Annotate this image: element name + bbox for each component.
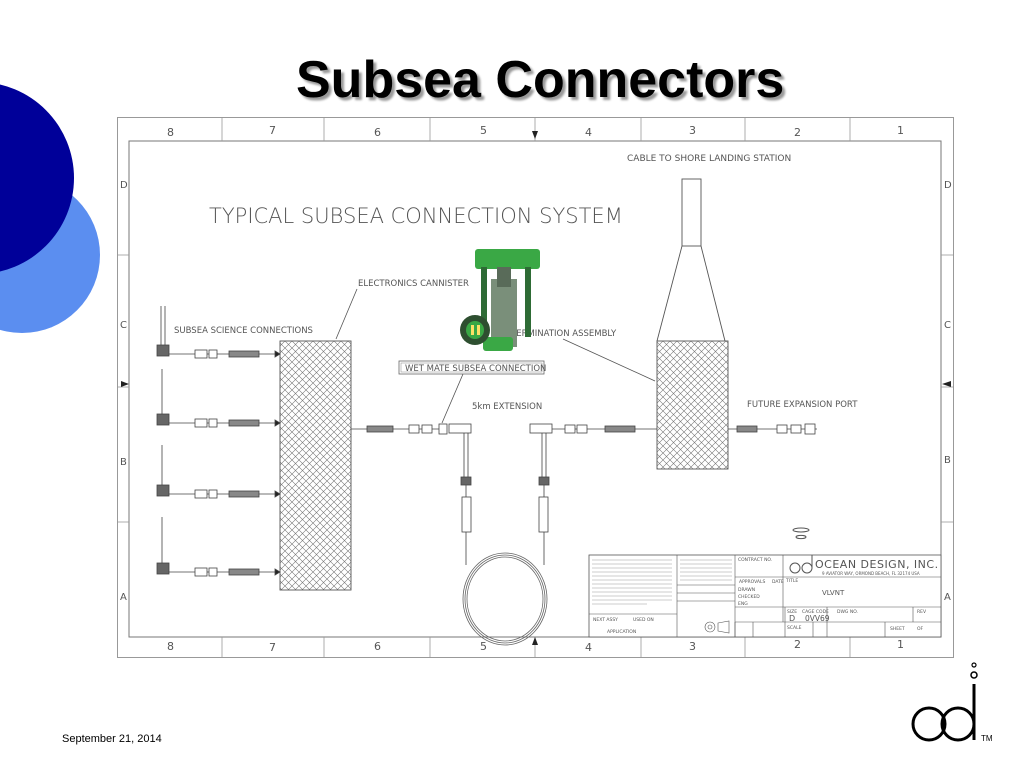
tb-application: APPLICATION: [607, 629, 636, 635]
decorative-circles: [0, 84, 100, 333]
tb-used-on: USED ON: [633, 617, 654, 623]
science-connector-row-1: [156, 306, 281, 359]
tb-eng: ENG: [738, 601, 748, 607]
tb-sheet: SHEET: [890, 626, 905, 632]
wet-mate-label-box-inner: [400, 362, 543, 373]
row-label-b-right: B: [944, 455, 951, 466]
wet-mate-connector-left: [448, 423, 472, 565]
callout-extension: 5km EXTENSION: [472, 402, 542, 412]
termination-assembly: [656, 340, 729, 470]
tb-company: OCEAN DESIGN, INC.: [815, 558, 939, 571]
tb-cage-code: CAGE CODE: [802, 609, 829, 615]
callout-subsea-science: SUBSEA SCIENCE CONNECTIONS: [174, 326, 313, 336]
col-label-2-bottom: 2: [794, 638, 801, 651]
callout-future-port: FUTURE EXPANSION PORT: [747, 400, 858, 410]
leader-termination-assembly: [562, 338, 656, 382]
tb-size-value: D: [789, 614, 795, 623]
callout-wet-mate: WET MATE SUBSEA CONNECTION: [405, 364, 546, 374]
centering-arrows: [121, 131, 951, 645]
col-label-6-top: 6: [374, 126, 381, 139]
col-label-3-top: 3: [689, 124, 696, 137]
wet-mate-connector-right: [529, 423, 553, 565]
od-logo-bubble-1: [970, 671, 978, 679]
shore-cable-cone-right: [700, 245, 726, 342]
row-label-c-left: C: [120, 320, 127, 331]
row-label-c-right: C: [944, 320, 951, 331]
shore-cable-stub: [681, 178, 702, 247]
science-connector-row-3: [156, 445, 281, 499]
engineering-drawing: 8 7 6 5 4 3 2 1 8 7 6 5 4 3 2 1 D C B A …: [117, 117, 954, 658]
row-label-d-right: D: [944, 180, 952, 191]
col-label-2-top: 2: [794, 126, 801, 139]
col-label-7-bottom: 7: [269, 641, 276, 654]
col-label-8-top: 8: [167, 126, 174, 139]
tb-checked: CHECKED: [738, 594, 760, 600]
callout-cable-to-shore: CABLE TO SHORE LANDING STATION: [627, 154, 791, 164]
col-label-7-top: 7: [269, 124, 276, 137]
leader-wet-mate: [441, 373, 464, 424]
future-expansion-connector: [728, 423, 817, 435]
trunk-connector-left: [351, 423, 448, 435]
trunk-connector-right: [552, 424, 657, 434]
col-label-1-top: 1: [897, 124, 904, 137]
leader-electronics-cannister: [335, 288, 358, 340]
row-label-a-left: A: [120, 592, 127, 603]
tb-of: OF: [917, 626, 924, 632]
row-label-a-right: A: [944, 592, 951, 603]
tb-scale: SCALE: [787, 625, 802, 631]
callout-electronics-cannister: ELECTRONICS CANNISTER: [358, 279, 469, 289]
zone-ticks: [117, 117, 954, 658]
od-logo: [911, 662, 978, 742]
tb-date: DATE: [772, 579, 784, 585]
col-label-4-top: 4: [585, 126, 592, 139]
tb-title: TITLE: [785, 578, 798, 584]
od-logo-d-bowl: [940, 706, 976, 742]
electronics-cannister: [279, 340, 352, 591]
tb-dwg-no: DWG NO.: [837, 609, 858, 615]
shore-cable-cone-left: [656, 245, 683, 342]
projection-symbol: [704, 620, 730, 634]
od-small-logo: [789, 527, 813, 574]
science-connector-row-2: [156, 369, 281, 428]
od-logo-bubble-2: [971, 662, 977, 668]
col-label-5-bottom: 5: [480, 640, 487, 653]
trademark-mark: TM: [981, 734, 993, 743]
tb-contract-no: CONTRACT NO.: [738, 557, 772, 563]
wet-mate-label-box: [398, 360, 545, 375]
slide-title: Subsea Connectors: [296, 51, 785, 109]
col-label-8-bottom: 8: [167, 640, 174, 653]
tb-approvals: APPROVALS: [739, 579, 765, 585]
tb-title-value: VLVNT: [822, 589, 845, 597]
tb-cage-code-value: 0VV69: [805, 614, 830, 623]
col-label-4-bottom: 4: [585, 641, 592, 654]
tb-next-assy: NEXT ASSY: [593, 617, 618, 623]
od-logo-o: [911, 706, 947, 742]
col-label-1-bottom: 1: [897, 638, 904, 651]
col-label-6-bottom: 6: [374, 640, 381, 653]
col-label-5-top: 5: [480, 124, 487, 137]
extension-cable-coil: [462, 552, 548, 646]
dark-blue-circle: [0, 84, 74, 272]
tb-rev: REV: [917, 609, 927, 615]
termination-assembly-photo: [460, 249, 540, 351]
title-block: [588, 554, 942, 638]
callout-termination-assembly: TERMINATION ASSEMBLY: [510, 329, 617, 339]
tb-drawn: DRAWN: [738, 587, 755, 593]
row-label-b-left: B: [120, 457, 127, 468]
row-label-d-left: D: [120, 180, 128, 191]
science-connector-row-4: [156, 517, 281, 577]
tb-size: SIZE: [787, 609, 797, 615]
drawing-heading: TYPICAL SUBSEA CONNECTION SYSTEM: [209, 204, 623, 228]
slide-date: September 21, 2014: [62, 733, 162, 745]
tb-address: 9 AVIATOR WAY, ORMOND BEACH, FL 32174 US…: [822, 571, 920, 576]
col-label-3-bottom: 3: [689, 640, 696, 653]
